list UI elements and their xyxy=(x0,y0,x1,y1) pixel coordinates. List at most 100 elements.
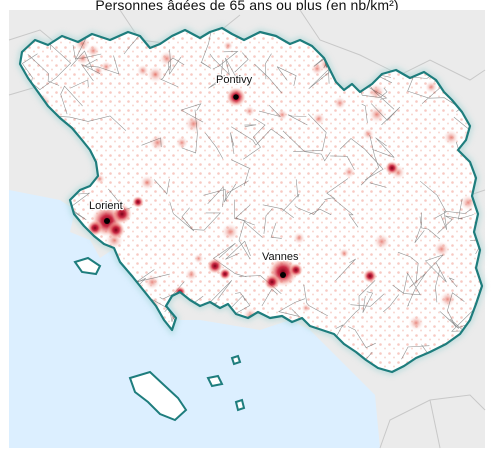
density-spot xyxy=(76,52,89,65)
commune-border xyxy=(347,326,376,349)
commune-border xyxy=(369,182,387,188)
city-pontivy: Pontivy xyxy=(215,73,254,100)
commune-border xyxy=(225,240,251,260)
commune-border xyxy=(153,178,170,195)
commune-border xyxy=(207,186,225,208)
commune-border xyxy=(282,179,300,212)
island-groix xyxy=(73,256,102,276)
density-spot xyxy=(443,129,459,146)
commune-border xyxy=(205,132,224,159)
density-spot xyxy=(149,134,166,151)
commune-border xyxy=(277,298,306,317)
commune-border xyxy=(458,198,474,220)
commune-border xyxy=(339,138,384,181)
commune-border xyxy=(181,109,198,154)
commune-border xyxy=(141,137,162,148)
city-label-lorient: Lorient xyxy=(89,200,123,212)
density-hotspot xyxy=(289,263,303,277)
island-hoedic xyxy=(234,398,246,412)
density-spot xyxy=(276,109,288,121)
commune-border xyxy=(234,52,249,73)
commune-border xyxy=(361,103,368,123)
commune-border xyxy=(360,134,380,186)
density-spot xyxy=(193,253,204,264)
commune-border xyxy=(81,64,101,82)
commune-border xyxy=(243,119,266,160)
density-spot xyxy=(244,105,255,117)
commune-border xyxy=(293,113,327,152)
commune-border xyxy=(341,280,376,328)
coastline xyxy=(18,26,484,374)
islands xyxy=(73,256,246,422)
commune-border xyxy=(372,137,395,158)
density-spot xyxy=(343,166,356,179)
density-spot xyxy=(362,128,374,140)
commune-border xyxy=(235,204,256,226)
city-vannes: Vannes xyxy=(261,250,300,278)
commune-border xyxy=(287,114,308,126)
commune-border xyxy=(31,44,72,90)
density-spot xyxy=(373,233,390,250)
commune-border xyxy=(212,51,239,70)
city-label-pontivy: Pontivy xyxy=(216,74,253,86)
island-houat xyxy=(206,374,224,388)
commune-border xyxy=(326,178,349,200)
density-spot xyxy=(439,291,456,308)
density-hotspot xyxy=(385,161,399,175)
density-hotspot xyxy=(363,269,377,283)
density-hotspot xyxy=(107,221,125,239)
density-spot xyxy=(86,44,100,58)
commune-border xyxy=(440,208,472,230)
commune-border xyxy=(419,216,441,240)
commune-border xyxy=(448,277,458,288)
density-spot xyxy=(93,65,104,76)
density-spot xyxy=(185,268,198,281)
map-title: Personnes âgées de 65 ans ou plus (en nb… xyxy=(95,0,399,13)
commune-border xyxy=(244,124,257,127)
commune-border xyxy=(70,79,89,89)
density-spot xyxy=(184,115,203,133)
island-small-1 xyxy=(230,354,242,366)
commune-border xyxy=(303,284,328,317)
density-spot xyxy=(175,136,189,149)
density-hotspot xyxy=(132,196,144,208)
density-spot xyxy=(368,106,386,123)
commune-border xyxy=(192,212,221,231)
density-spot xyxy=(408,315,424,331)
commune-border xyxy=(167,56,185,75)
density-hotspot xyxy=(207,258,223,274)
commune-border xyxy=(470,239,482,255)
commune-border xyxy=(276,66,297,86)
commune-border xyxy=(397,251,419,285)
commune-border xyxy=(309,208,332,216)
commune-border xyxy=(136,269,170,283)
density-spot xyxy=(139,175,155,191)
commune-border xyxy=(265,53,272,80)
commune-border xyxy=(335,258,356,281)
city-label-vannes: Vannes xyxy=(262,251,299,263)
commune-border xyxy=(407,273,426,307)
commune-border xyxy=(401,345,430,360)
city-lorient: Lorient xyxy=(88,199,124,224)
commune-border xyxy=(230,132,235,154)
density-hotspot xyxy=(219,268,231,280)
commune-border xyxy=(231,159,250,186)
commune-border xyxy=(420,180,447,219)
density-spot xyxy=(433,241,450,257)
commune-border xyxy=(262,204,294,219)
sea xyxy=(9,190,380,448)
commune-border xyxy=(370,103,401,126)
commune-border xyxy=(169,201,195,232)
commune-border xyxy=(330,155,355,171)
commune-border xyxy=(414,212,425,243)
commune-border xyxy=(208,60,226,89)
island-belle-ile xyxy=(128,370,188,422)
commune-border xyxy=(83,55,120,75)
density-spot xyxy=(146,66,164,83)
density-spot xyxy=(100,61,112,73)
commune-border xyxy=(308,68,330,90)
density-hotspot xyxy=(112,204,132,224)
commune-border xyxy=(209,53,236,77)
